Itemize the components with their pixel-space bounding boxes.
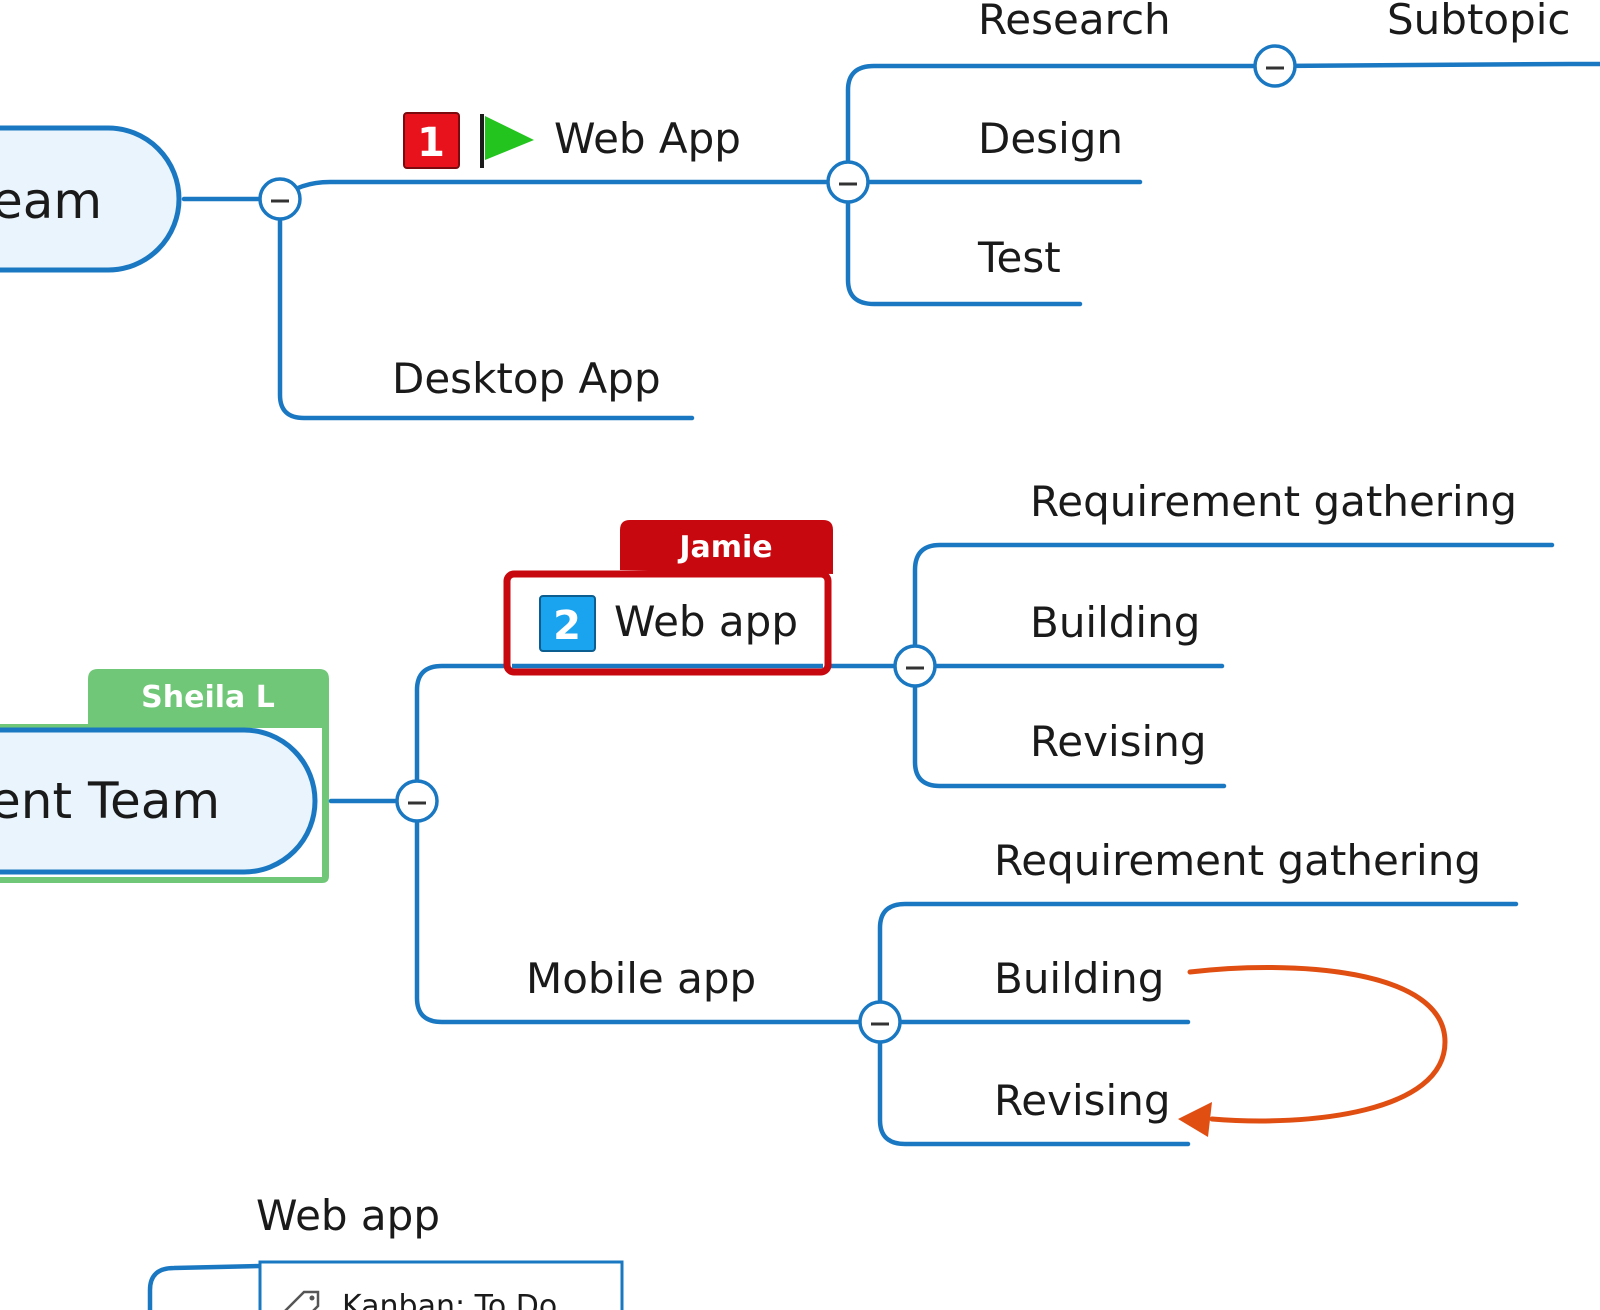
branch-line-req-2 (877, 901, 1519, 1025)
branch-line-web-app-2 (414, 663, 513, 804)
branch-line-subtopic (1272, 61, 1600, 69)
topic-web-app[interactable]: 1 Web App (403, 112, 741, 169)
priority-2-marker: 2 (539, 595, 596, 652)
branch-line-desktop-app (277, 196, 695, 421)
topic-test[interactable]: Test (977, 233, 1061, 282)
jamie-label: Jamie (677, 530, 772, 565)
collapse-toggle[interactable] (826, 160, 870, 204)
topic-mobile-app[interactable]: Mobile app (526, 954, 756, 1003)
topic-revising[interactable]: Revising (994, 1076, 1171, 1125)
branch-line-revising-1 (912, 663, 1227, 789)
topic-web-app-3[interactable]: Web app (256, 1191, 440, 1240)
topic-label: Web App (554, 114, 741, 163)
branch-line-req-1 (912, 542, 1555, 669)
branch-line-web-app (277, 179, 851, 202)
topic-building[interactable]: Building (994, 954, 1164, 1003)
svg-text:2: 2 (553, 603, 581, 649)
topic-label: Web app (614, 597, 798, 646)
topic-requirement-gathering[interactable]: Requirement gathering (1030, 477, 1517, 526)
topic-building[interactable]: Building (1030, 598, 1200, 647)
topic-web-app-2[interactable]: Jamie 2 Web app (503, 520, 833, 676)
branch-line-research (845, 63, 1278, 185)
relationship-arrow[interactable] (1178, 965, 1448, 1137)
collapse-toggle[interactable] (893, 644, 937, 688)
branch-line-test (845, 179, 1083, 307)
central-topic-team-1[interactable]: eam (0, 125, 182, 273)
central-topic-team-2[interactable]: ent Team (0, 727, 318, 875)
branch-line-mobile-app (414, 798, 883, 1025)
collapse-toggle[interactable] (858, 1000, 902, 1044)
central-topic-label: ent Team (0, 772, 220, 830)
kanban-card[interactable]: Kanban: To Do (258, 1260, 624, 1310)
branch-line (147, 1263, 265, 1310)
priority-1-marker: 1 (403, 112, 460, 169)
topic-revising[interactable]: Revising (1030, 717, 1207, 766)
collapse-toggle[interactable] (395, 779, 439, 823)
sheila-label: Sheila L (141, 680, 275, 715)
central-topic-label: eam (0, 172, 102, 230)
flag-green-icon (480, 114, 534, 168)
topic-subtopic[interactable]: Subtopic (1387, 0, 1571, 44)
topic-desktop-app[interactable]: Desktop App (392, 354, 661, 403)
kanban-label: Kanban: To Do (342, 1289, 557, 1310)
branch-line-revising-2 (877, 1019, 1191, 1147)
tag-icon (284, 1290, 320, 1310)
topic-research[interactable]: Research (978, 0, 1171, 44)
svg-text:1: 1 (417, 120, 445, 166)
topic-design[interactable]: Design (978, 114, 1123, 163)
collapse-toggle[interactable] (258, 177, 302, 221)
topic-requirement-gathering[interactable]: Requirement gathering (994, 836, 1481, 885)
collapse-toggle[interactable] (1253, 44, 1297, 88)
